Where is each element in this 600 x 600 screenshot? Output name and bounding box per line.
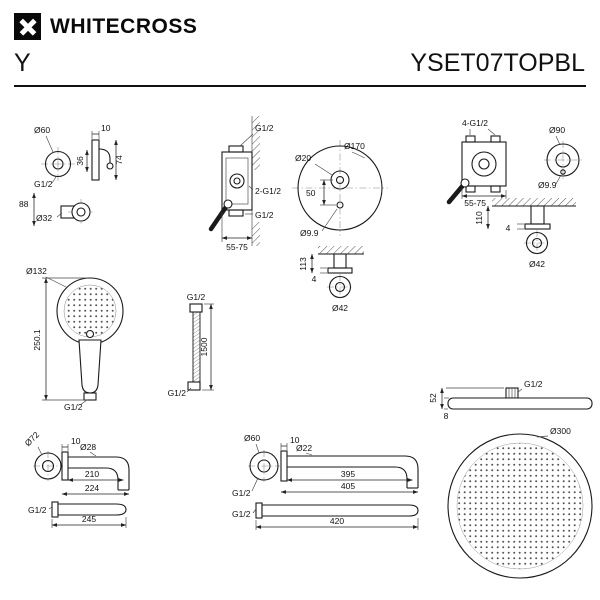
spout-flange-dia-label: Ø72 — [23, 429, 42, 448]
brand-header: WHITECROSS — [0, 0, 600, 40]
ceiling-hatch — [492, 198, 576, 206]
wall-elbow-stem — [333, 253, 347, 269]
drawing-wall-elbow: 113 4 Ø42 — [298, 246, 364, 313]
head-thread-label: G1/2 — [524, 379, 543, 389]
mixer-plate — [297, 145, 383, 231]
arm-len-bottom-label: 420 — [330, 516, 344, 526]
arm-flange-dia-label: Ø60 — [244, 433, 260, 443]
spout-tube — [68, 456, 130, 490]
drawing-hose: G1/2 G1/2 1500 — [168, 292, 214, 398]
arm-thread-front-label: G1/2 — [232, 488, 251, 498]
drawing-hand-shower: Ø132 250.1 G1/2 — [26, 266, 124, 412]
ceiling-elbow-stem — [530, 205, 545, 225]
diverter-threads-label: 4-G1/2 — [462, 118, 488, 128]
mixer-thread-top-label: G1/2 — [255, 123, 274, 133]
wall-hatch-bottom — [252, 222, 260, 246]
head-disc-t-label: 8 — [444, 411, 449, 421]
ceiling-elbow-height-label: 110 — [474, 211, 484, 225]
arm-len-total-label: 405 — [341, 481, 355, 491]
series-code: Y — [14, 49, 31, 77]
hose-thread-top-label: G1/2 — [187, 292, 206, 302]
spout-len-bottom-label: 245 — [82, 514, 96, 524]
outlet-flange-front — [44, 150, 72, 178]
wall-elbow-flange-dia-label: Ø42 — [332, 303, 348, 313]
wall-elbow-height-label: 113 — [298, 257, 308, 271]
wall-elbow-flange-t-label: 4 — [312, 274, 317, 284]
drawing-shower-arm: Ø60 10 Ø22 G1/2 395 405 G1/2 420 — [232, 433, 419, 530]
head-height-label: 52 — [428, 393, 438, 403]
diverter-body — [461, 141, 507, 187]
ceiling-elbow-flange-t-label: 4 — [506, 223, 511, 233]
plate-dia-label: Ø170 — [344, 141, 365, 151]
head-disc-front — [447, 433, 593, 579]
plate-pin-dia-label: Ø9.9 — [300, 228, 319, 238]
mixer-thread-bottom-label: G1/2 — [255, 210, 274, 220]
arm-flange-front — [249, 451, 279, 481]
spout-len-to-bend-label: 210 — [85, 469, 99, 479]
model-row: Y YSET07TOPBL — [0, 40, 600, 78]
wall-hatch-top — [252, 116, 260, 170]
handshower-length-label: 250.1 — [32, 329, 42, 351]
whitecross-logo-icon — [14, 13, 41, 40]
drawing-mixer-side: G1/2 2-G1/2 G1/2 55-75 — [208, 116, 281, 252]
holder-side-view — [91, 139, 100, 181]
arm-flange-t-label: 10 — [290, 435, 300, 445]
mixer-threads-side-label: 2-G1/2 — [255, 186, 281, 196]
drawing-mixer-front: Ø170 Ø20 50 Ø9.9 — [292, 140, 388, 238]
diverter-plate-dia-label: Ø90 — [549, 125, 565, 135]
outlet-height-label: 88 — [19, 199, 29, 209]
diverter-depth-label: 55-75 — [464, 198, 486, 208]
handshower-handle — [78, 339, 102, 394]
drawing-outlet-holder: Ø60 10 36 74 G1/2 88 Ø32 — [19, 123, 124, 227]
hub-dia-label: Ø20 — [295, 153, 311, 163]
ceiling-elbow-flange-dia-label: Ø42 — [529, 259, 545, 269]
outlet-thread-label: G1/2 — [34, 179, 53, 189]
arm-tube-dia-label: Ø22 — [296, 443, 312, 453]
arm-tube — [287, 455, 419, 488]
diverter-pin-dia-label: Ø9.9 — [538, 180, 557, 190]
model-code: YSET07TOPBL — [410, 49, 585, 77]
arm-len-to-bend-label: 395 — [341, 469, 355, 479]
head-disc-dia-label: Ø300 — [550, 426, 571, 436]
mixer-depth-label: 55-75 — [226, 242, 248, 252]
holder-depth-label: 10 — [101, 123, 111, 133]
spout-flange-front — [34, 452, 62, 480]
spout-flange-t-label: 10 — [71, 436, 81, 446]
hose-thread-bottom-label: G1/2 — [168, 388, 187, 398]
holder-h-label: 74 — [114, 155, 124, 165]
diverter-plate-front — [546, 143, 580, 177]
divider-line — [14, 85, 586, 87]
wall-elbow-hatch — [318, 246, 364, 254]
handshower-thread-label: G1/2 — [64, 402, 83, 412]
hub-offset-label: 50 — [306, 188, 316, 198]
drawing-ceiling-elbow: 110 4 Ø42 — [474, 198, 576, 269]
drawing-wall-spout: Ø72 10 Ø28 210 224 G1/2 245 — [23, 429, 130, 528]
outlet-flange-dia-label: Ø60 — [34, 125, 50, 135]
spout-thread-label: G1/2 — [28, 505, 47, 515]
drawing-diverter-side: 4-G1/2 55-75 Ø90 Ø9.9 — [446, 118, 582, 208]
outlet-tube-dia-label: Ø32 — [36, 213, 52, 223]
holder-inner-h-label: 36 — [75, 156, 85, 166]
arm-bottom-view — [261, 504, 419, 517]
drawing-overhead-shower: G1/2 52 8 Ø300 — [428, 379, 593, 579]
handshower-head-dia-label: Ø132 — [26, 266, 47, 276]
hose-length-label: 1500 — [199, 337, 209, 356]
spout-len-total-label: 224 — [85, 483, 99, 493]
spout-tube-dia-label: Ø28 — [80, 442, 96, 452]
brand-name: WHITECROSS — [50, 14, 198, 38]
spout-bottom-view — [57, 503, 127, 516]
head-disc-side — [447, 397, 593, 410]
arm-thread-bottom-label: G1/2 — [232, 509, 251, 519]
mixer-lever — [208, 201, 231, 232]
